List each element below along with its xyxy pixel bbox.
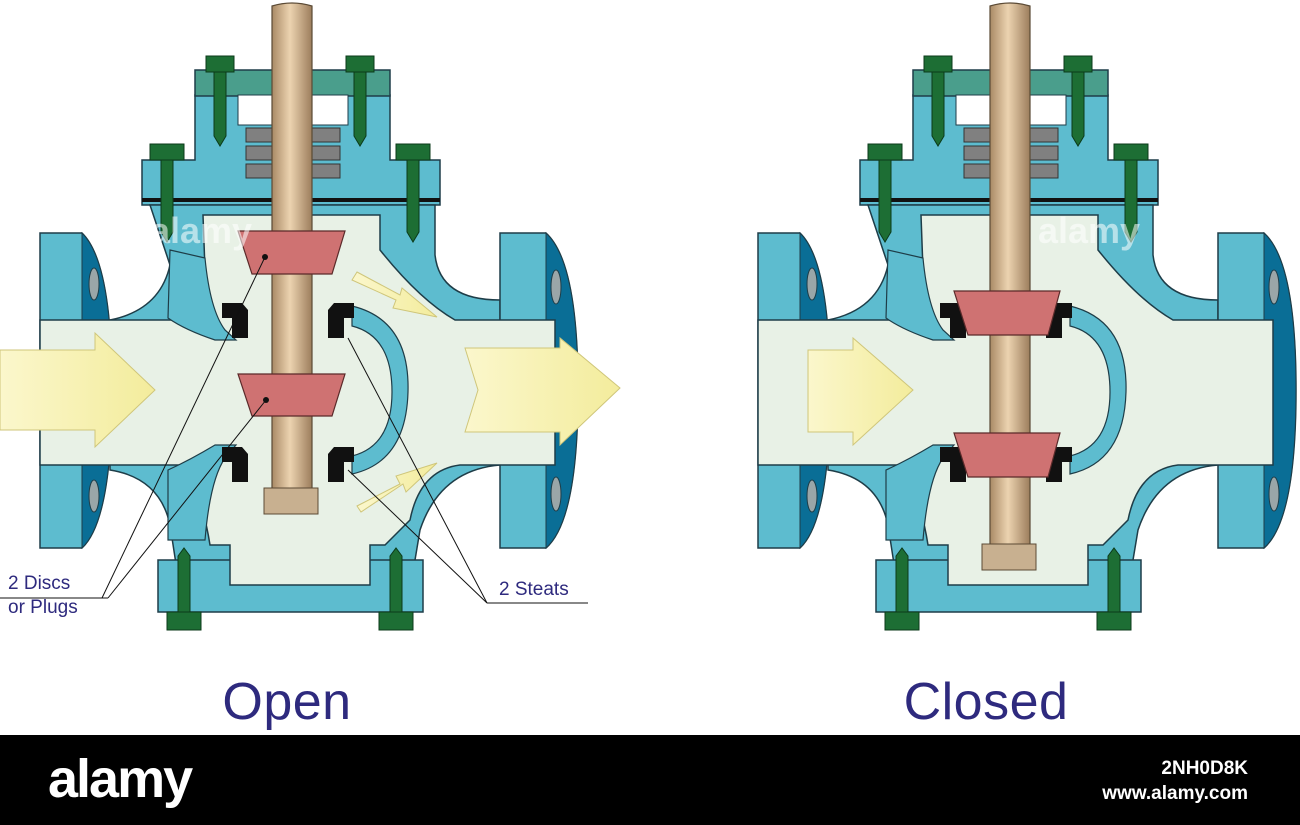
footer-url: www.alamy.com: [1102, 783, 1248, 804]
alamy-logo: alamy: [48, 749, 193, 809]
closed-valve: [756, 2, 1298, 632]
closed-inlet-flow-arrow: [807, 336, 914, 447]
callout-leader-lines: [0, 256, 588, 604]
valve-diagram-svg: [0, 2, 1298, 632]
discs-callout-line1: 2 Discs: [8, 573, 71, 594]
open-valve-lower-plug: [237, 373, 346, 417]
footer-bar: alamy 2NH0D8K www.alamy.com: [0, 735, 1300, 825]
closed-valve-stem-end: [981, 543, 1037, 571]
inlet-flow-arrow: [0, 331, 156, 449]
outlet-flow-arrow: [464, 336, 621, 447]
valve-diagram: [0, 2, 1298, 632]
closed-state-title: Closed: [903, 673, 1069, 731]
open-valve-upper-plug: [237, 230, 346, 275]
closed-valve-lower-plug: [953, 432, 1061, 478]
watermark: alamy: [150, 210, 253, 251]
open-state-title: Open: [222, 673, 352, 731]
open-valve-stem-end: [263, 487, 319, 515]
discs-callout-label: 2 Discs or Plugs: [8, 572, 78, 620]
open-valve: [0, 2, 621, 632]
discs-callout-line2: or Plugs: [8, 597, 78, 618]
seats-callout-label: 2 Steats: [499, 579, 569, 600]
upper-flow-arrow: [351, 271, 438, 318]
image-id: 2NH0D8K: [1161, 758, 1248, 779]
watermark: alamy: [1038, 210, 1141, 251]
closed-valve-upper-plug: [953, 290, 1061, 336]
